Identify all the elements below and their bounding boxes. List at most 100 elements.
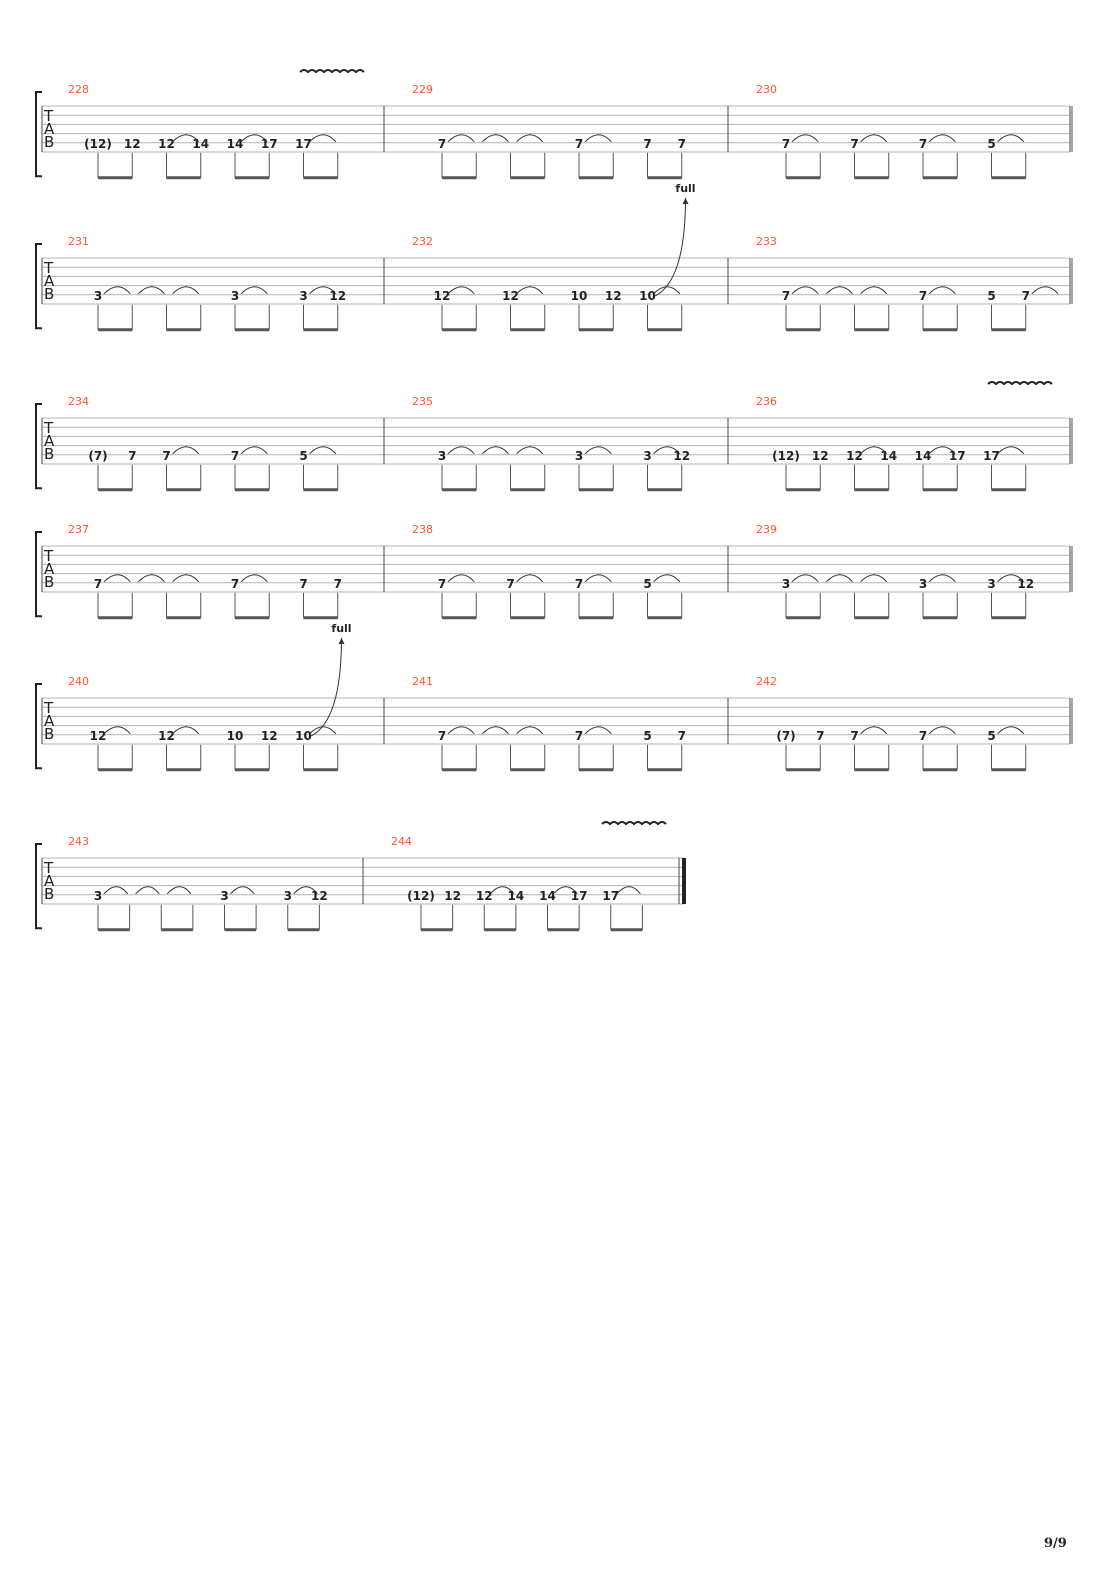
bend-arrow	[311, 637, 342, 737]
measure-number: 236	[756, 395, 777, 408]
measure-number: 237	[68, 523, 89, 536]
measure-number: 235	[412, 395, 433, 408]
tie-arc	[240, 574, 268, 583]
tie-arc	[135, 886, 160, 895]
fret-number: 5	[299, 449, 307, 463]
tie-arc	[860, 574, 888, 583]
tab-clef-letter: B	[44, 885, 54, 903]
bend-arrow-head	[682, 198, 689, 204]
measure-number: 234	[68, 395, 89, 408]
tie-arc	[309, 446, 337, 455]
tie-arc	[172, 134, 200, 143]
tie-arc	[137, 286, 165, 295]
tie-arc	[616, 886, 641, 895]
tie-arc	[172, 726, 200, 735]
fret-number: 7	[128, 449, 136, 463]
tie-arc	[240, 286, 268, 295]
tab-clef-letter: B	[44, 573, 54, 591]
fret-number: 7	[231, 449, 239, 463]
tie-arc	[137, 574, 165, 583]
bend-arrow-head	[338, 638, 345, 644]
fret-number: 7	[438, 729, 446, 743]
fret-number: 7	[782, 289, 790, 303]
tie-arc	[791, 286, 819, 295]
fret-number: 7	[575, 577, 583, 591]
tie-arc	[172, 446, 200, 455]
tab-clef-letter: A	[44, 432, 55, 450]
tab-clef-letter: B	[44, 445, 54, 463]
fret-number: 10	[639, 289, 656, 303]
fret-number: 12	[846, 449, 863, 463]
tab-clef-letter: T	[43, 259, 54, 277]
tie-arc	[481, 134, 509, 143]
fret-number: 12	[673, 449, 690, 463]
fret-number: 5	[987, 137, 995, 151]
tab-clef-letter: T	[43, 547, 54, 565]
tie-arc	[103, 886, 129, 895]
tie-arc	[447, 134, 475, 143]
tie-arc	[928, 726, 956, 735]
fret-number: 10	[295, 729, 312, 743]
fret-number: 14	[880, 449, 897, 463]
measure-number: 240	[68, 675, 89, 688]
fret-number: (12)	[407, 889, 435, 903]
tab-clef-letter: A	[44, 272, 55, 290]
tie-arc	[928, 574, 956, 583]
fret-number: 3	[919, 577, 927, 591]
fret-number: 14	[192, 137, 209, 151]
tie-arc	[791, 134, 819, 143]
tie-arc	[584, 446, 612, 455]
final-barline	[682, 858, 686, 904]
measure-number: 242	[756, 675, 777, 688]
fret-number: 7	[438, 137, 446, 151]
fret-number: 17	[983, 449, 1000, 463]
tie-arc	[481, 726, 509, 735]
tie-arc	[584, 574, 612, 583]
tie-arc	[825, 574, 853, 583]
fret-number: 3	[231, 289, 239, 303]
bend-label: full	[331, 622, 351, 635]
measure-number: 230	[756, 83, 777, 96]
fret-number: 12	[502, 289, 519, 303]
fret-number: 7	[299, 577, 307, 591]
tie-arc	[447, 574, 475, 583]
fret-number: 5	[987, 729, 995, 743]
fret-number: 5	[987, 289, 995, 303]
fret-number: 3	[782, 577, 790, 591]
tie-arc	[516, 286, 544, 295]
fret-number: 7	[850, 137, 858, 151]
tie-arc	[516, 134, 544, 143]
fret-number: (12)	[772, 449, 800, 463]
tie-arc	[1031, 286, 1059, 295]
fret-number: 12	[261, 729, 278, 743]
fret-number: 7	[575, 137, 583, 151]
tie-arc	[166, 886, 192, 895]
tie-arc	[447, 286, 475, 295]
tab-clef-letter: B	[44, 725, 54, 743]
measure-number: 228	[68, 83, 89, 96]
tie-arc	[825, 286, 853, 295]
page-number: 9/9	[1044, 1536, 1067, 1551]
fret-number: 3	[643, 449, 651, 463]
tab-clef-letter: B	[44, 133, 54, 151]
fret-number: 3	[220, 889, 228, 903]
tie-arc	[860, 726, 888, 735]
fret-number: 7	[506, 577, 514, 591]
tie-arc	[584, 726, 612, 735]
vibrato-mark	[299, 69, 365, 74]
fret-number: 7	[1022, 289, 1030, 303]
fret-number: 3	[94, 289, 102, 303]
tie-arc	[447, 726, 475, 735]
tab-clef-letter: A	[44, 560, 55, 578]
tie-arc	[584, 134, 612, 143]
tie-arc	[230, 886, 255, 895]
tie-arc	[293, 886, 318, 895]
tie-arc	[860, 286, 888, 295]
fret-number: 7	[782, 137, 790, 151]
tie-arc	[653, 574, 681, 583]
